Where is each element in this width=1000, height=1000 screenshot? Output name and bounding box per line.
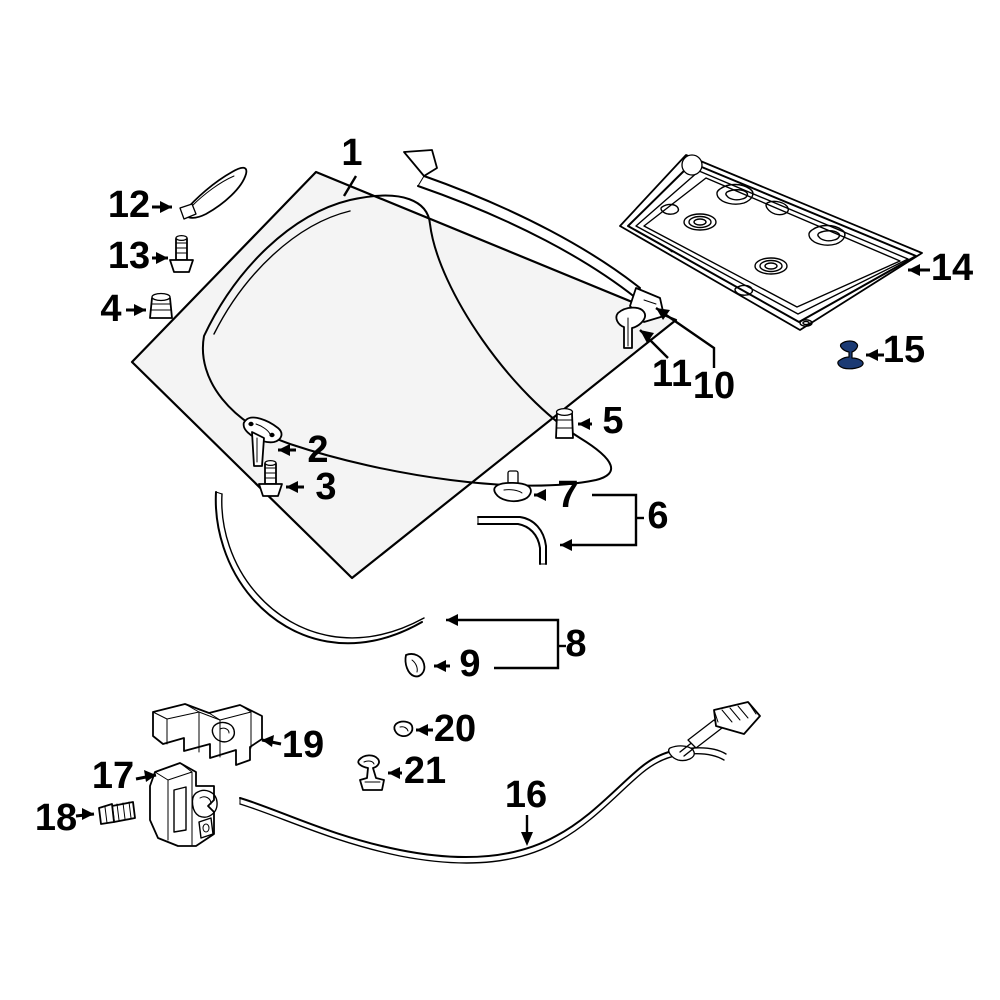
part-hinge-bolt [258,459,283,497]
part-hinge-cover-bolt [169,234,194,273]
callout-label-21: 21 [404,750,446,792]
callout-8: 8 [446,614,587,670]
part-latch-bolt [98,801,136,825]
callout-label-4: 4 [100,288,121,330]
part-hood-seal-plug [615,306,646,349]
part-support-rod [214,491,425,645]
callout-label-2: 2 [307,429,328,471]
callout-5: 5 [578,400,624,442]
callout-label-18: 18 [35,797,77,839]
callout-9: 9 [434,643,481,685]
callout-19: 19 [261,724,324,766]
callout-12: 12 [108,184,172,226]
callout-label-17: 17 [92,755,134,797]
callout-14: 14 [908,247,973,289]
part-hood-hinge [242,416,283,467]
callout-label-3: 3 [315,466,336,508]
callout-label-20: 20 [434,708,476,750]
callout-label-11: 11 [652,353,692,395]
part-hood-latch-striker [152,703,263,766]
callout-label-12: 12 [108,184,150,226]
callout-2: 2 [278,429,329,471]
callout-3: 3 [286,466,337,508]
callout-label-19: 19 [282,724,324,766]
callout-16: 16 [505,774,547,846]
part-hood-bumper-stopper [149,292,173,319]
callout-label-10: 10 [693,365,735,407]
part-prop-rod [477,516,547,565]
part-cable-grommet [393,720,414,738]
callout-6: 6 [560,493,669,551]
callout-11: 11 [639,329,692,395]
part-insulation-pad-clip [837,340,864,370]
callout-label-9: 9 [459,643,480,685]
callout-label-14: 14 [931,247,973,289]
callout-label-8: 8 [565,623,586,665]
callout-1: 1 [341,132,363,197]
callout-label-16: 16 [505,774,547,816]
callout-10: 10 [655,307,735,407]
part-hood-bumper [555,407,574,439]
callout-label-1: 1 [341,132,362,174]
part-push-retainer-clip [357,754,385,791]
callout-20: 20 [416,708,476,750]
callout-label-5: 5 [602,400,623,442]
part-hood-insulation-pad [619,154,923,331]
callout-18: 18 [35,797,95,839]
callout-15: 15 [866,329,925,371]
part-prop-rod-clip [493,470,532,503]
callout-13: 13 [108,235,168,277]
part-support-rod-clip [404,653,426,678]
part-hood-panel [130,170,678,580]
callout-7: 7 [534,474,579,516]
part-hood-latch [149,762,218,847]
callout-label-6: 6 [647,495,668,537]
part-hood-hinge-cover [179,166,248,220]
callout-17: 17 [92,755,157,797]
part-hood-top-molding [403,149,665,323]
callout-label-7: 7 [557,474,578,516]
callout-label-15: 15 [883,329,925,371]
callout-21: 21 [388,750,446,792]
part-hood-release-cable [239,701,761,864]
callout-label-13: 13 [108,235,150,277]
callout-4: 4 [100,288,146,330]
